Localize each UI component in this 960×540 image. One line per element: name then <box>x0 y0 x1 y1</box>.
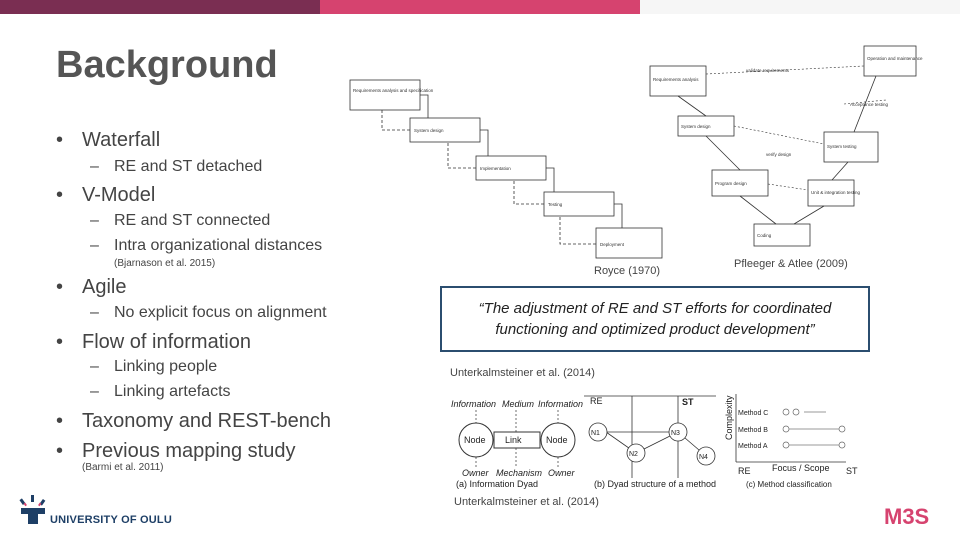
tax-b-re: RE <box>590 396 603 406</box>
wf-box-2-text: System design <box>414 128 444 133</box>
top-bar-right <box>640 0 960 14</box>
tax-c-re: RE <box>738 466 751 476</box>
vm-label-validate: validate requirements <box>746 68 790 73</box>
tax-c-st: ST <box>846 466 858 476</box>
tax-b-n2: N2 <box>629 451 638 458</box>
vm-box-4-text: Program design <box>715 181 747 186</box>
tax-a-owner-left: Owner <box>462 468 490 478</box>
bullet-agile: Agile <box>56 276 126 299</box>
waterfall-diagram: Requirements analysis and specification … <box>349 79 663 259</box>
citation-barmi: (Barmi et al. 2011) <box>82 462 164 473</box>
tax-a-owner-right: Owner <box>548 468 576 478</box>
source-unterkalmsteiner-bottom: Unterkalmsteiner et al. (2014) <box>454 496 599 508</box>
vm-box-1-text: Operation and maintenance <box>867 56 923 61</box>
vm-box-5-text: Coding <box>757 233 772 238</box>
sub-bullet-no-focus: No explicit focus on alignment <box>90 304 327 322</box>
vm-box-2-text: Requirements analysis <box>653 77 699 82</box>
source-royce: Royce (1970) <box>594 265 661 277</box>
tax-a-information-right: Information <box>538 399 583 409</box>
wf-box-1-text: Requirements analysis and specification <box>353 88 434 93</box>
tax-c-focus-scope: Focus / Scope <box>772 463 830 473</box>
tax-a-medium: Medium <box>502 399 535 409</box>
tax-b-caption: (b) Dyad structure of a method <box>594 479 716 489</box>
vm-label-acceptance: Acceptance testing <box>850 102 889 107</box>
tax-a-link: Link <box>505 435 522 445</box>
vm-box-7-text: Unit & integration testing <box>811 190 861 195</box>
tax-c-method-c: Method C <box>738 410 768 417</box>
taxonomy-diagram: Information Medium Information Node Link… <box>451 394 858 489</box>
tax-a-mechanism: Mechanism <box>496 468 543 478</box>
university-name: UNIVERSITY OF OULU <box>50 514 172 526</box>
definition-quote: “The adjustment of RE and ST efforts for… <box>440 286 870 352</box>
vm-box-3-text: System design <box>681 124 711 129</box>
tax-a-node-right: Node <box>546 435 568 445</box>
tax-b-st: ST <box>682 397 694 407</box>
tax-c-method-a: Method A <box>738 443 768 450</box>
source-pfleeger: Pfleeger & Atlee (2009) <box>734 258 848 270</box>
bullet-v-model: V-Model <box>56 184 155 207</box>
tax-c-complexity: Complexity <box>724 395 734 440</box>
tax-a-node-left: Node <box>464 435 486 445</box>
v-model-diagram: Operation and maintenance Requirements a… <box>649 45 923 247</box>
wf-box-5-text: Deployment <box>600 242 625 247</box>
top-bar-middle <box>320 0 640 14</box>
bullet-mapping-study: Previous mapping study <box>56 440 295 463</box>
tax-a-caption: (a) Information Dyad <box>456 479 538 489</box>
top-bar-left <box>0 0 320 14</box>
tax-b-n1: N1 <box>591 430 600 437</box>
bullet-taxonomy: Taxonomy and REST-bench <box>56 410 331 433</box>
tax-b-n3: N3 <box>671 430 680 437</box>
source-unterkalmsteiner-top: Unterkalmsteiner et al. (2014) <box>450 367 595 379</box>
vm-box-6-text: System testing <box>827 144 857 149</box>
sub-bullet-intra-org: Intra organizational distances <box>90 237 322 255</box>
vm-label-verify: verify design <box>766 152 792 157</box>
page-title: Background <box>56 44 278 86</box>
citation-bjarnason: (Bjarnason et al. 2015) <box>114 258 216 269</box>
tax-c-caption: (c) Method classification <box>746 480 832 489</box>
sub-bullet-linking-people: Linking people <box>90 358 217 376</box>
bullet-flow-info: Flow of information <box>56 331 251 354</box>
sub-bullet-re-st-connected: RE and ST connected <box>90 212 270 230</box>
tax-c-method-b: Method B <box>738 427 768 434</box>
tax-b-n4: N4 <box>699 454 708 461</box>
university-crest-icon <box>19 495 46 524</box>
wf-box-4-text: Testing <box>548 202 563 207</box>
sub-bullet-linking-artefacts: Linking artefacts <box>90 383 231 401</box>
sub-bullet-re-st-detached: RE and ST detached <box>90 158 262 176</box>
wf-box-3-text: Implementation <box>480 166 511 171</box>
m3s-logo: M3S <box>884 504 930 529</box>
tax-a-information-left: Information <box>451 399 496 409</box>
bullet-waterfall: Waterfall <box>56 129 160 152</box>
